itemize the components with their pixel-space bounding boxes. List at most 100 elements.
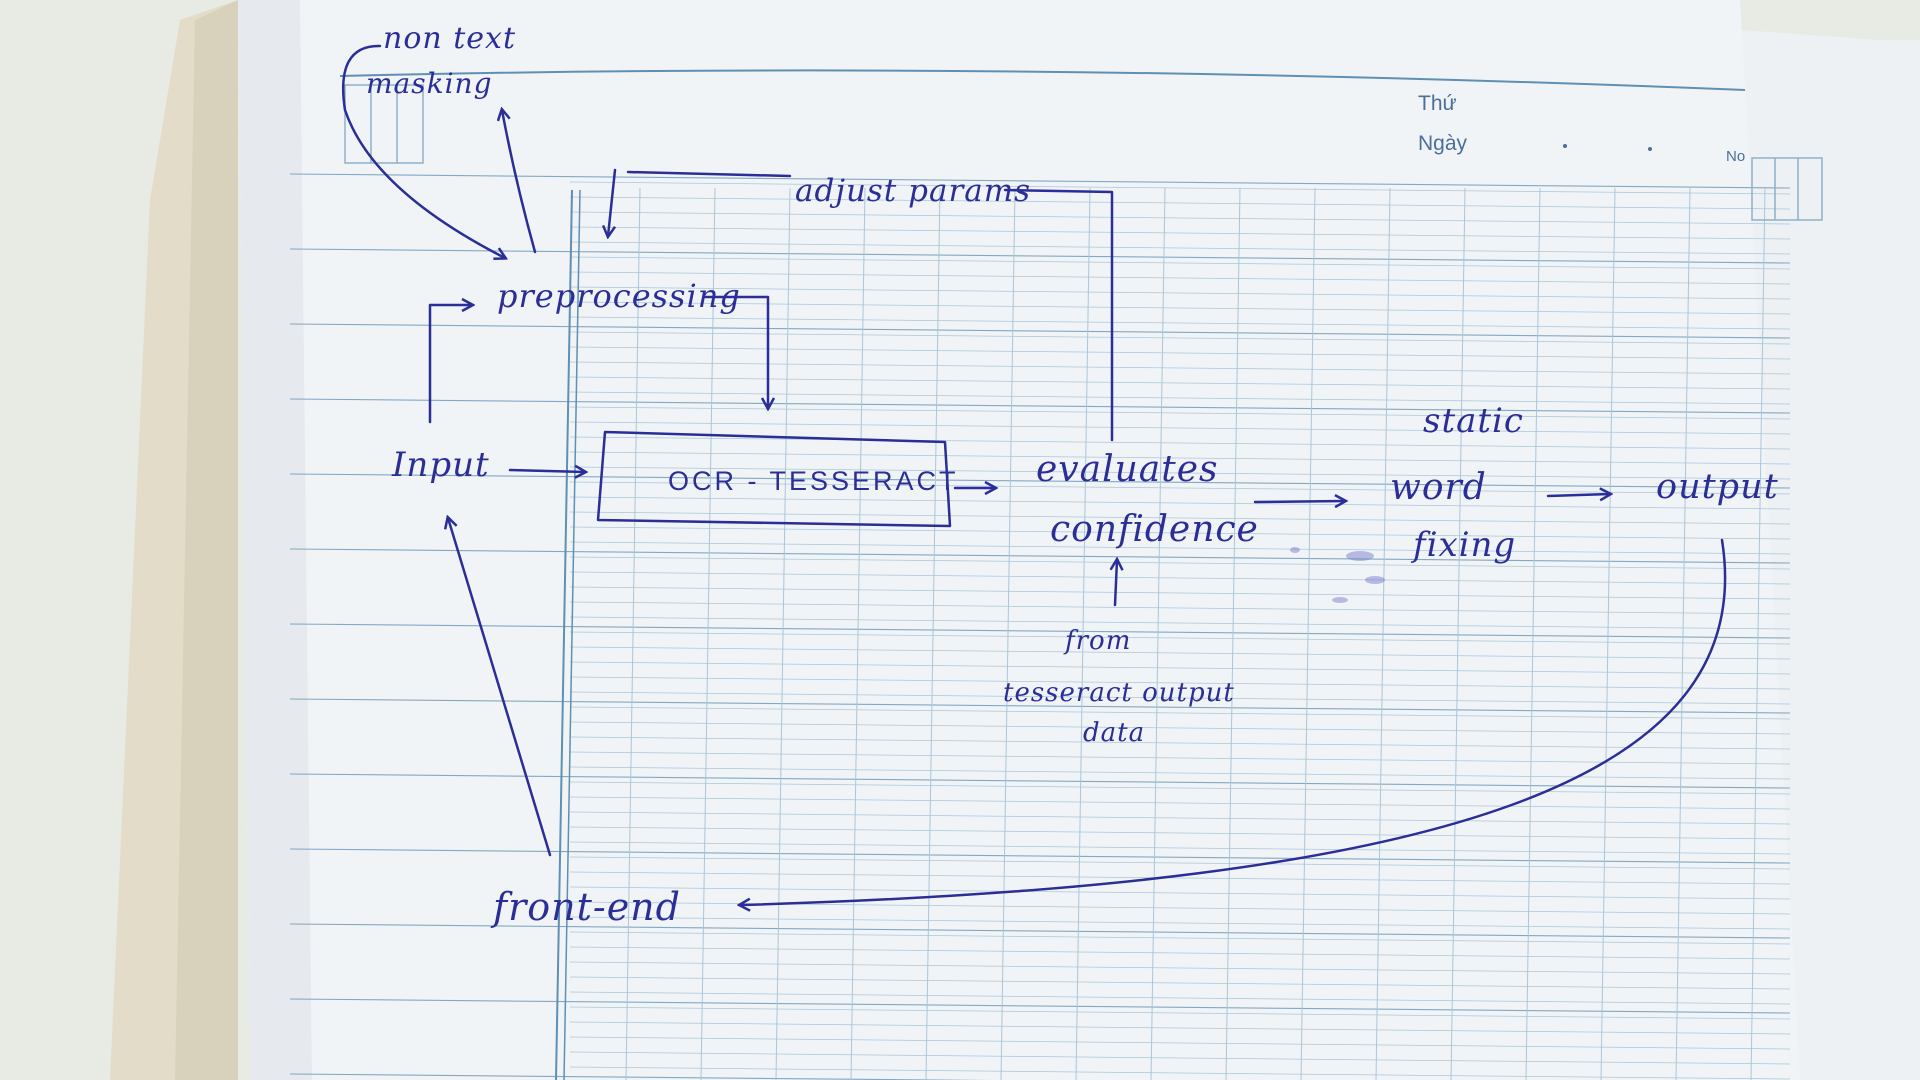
grid-line xyxy=(569,271,1791,285)
grid-line xyxy=(569,556,1791,570)
main-page xyxy=(238,0,1800,1080)
grid-line xyxy=(569,451,1791,465)
non-text-masking-line1: non text xyxy=(383,21,517,56)
grid-line xyxy=(569,286,1791,300)
grid-line xyxy=(569,1051,1791,1065)
grid-line xyxy=(569,751,1791,765)
adjust-params-line xyxy=(626,170,792,178)
word-label: word xyxy=(1390,467,1487,508)
margin-line xyxy=(555,189,573,1080)
input-label: Input xyxy=(392,445,490,485)
grid-rule xyxy=(289,623,1791,639)
arrow-word-fixing-to-output xyxy=(1546,494,1610,496)
date-label: Ngày xyxy=(1418,132,1468,155)
grid-column xyxy=(1075,187,1091,1080)
grid-line xyxy=(569,646,1791,660)
grid-line xyxy=(569,766,1791,780)
grid-line xyxy=(569,511,1791,525)
adjust-params-loop-line xyxy=(1003,188,1114,442)
grid-line xyxy=(569,346,1791,360)
grid-rule xyxy=(289,173,1791,189)
grid-column xyxy=(1675,187,1691,1080)
grid-column xyxy=(850,187,866,1080)
grid-line xyxy=(569,421,1791,435)
grid-line xyxy=(569,496,1791,510)
grid-line xyxy=(569,541,1791,555)
grid-line xyxy=(569,616,1791,630)
grid-rule xyxy=(289,1073,992,1080)
day-label: Thứ xyxy=(1418,92,1457,115)
adjust-params-label: adjust params xyxy=(795,173,1032,209)
data-label: data xyxy=(1083,718,1146,748)
arrow-tesseract-data-to-confidence xyxy=(1115,560,1117,607)
grid-line xyxy=(569,871,1791,885)
front-end-label: front-end xyxy=(493,885,681,929)
grid-line xyxy=(569,661,1791,675)
arrow-preprocessing-to-masking xyxy=(502,110,537,254)
header-box-left xyxy=(344,84,424,164)
grid-line xyxy=(569,361,1791,375)
grid-line xyxy=(569,226,1791,240)
grid-column xyxy=(775,187,791,1080)
grid-line xyxy=(569,721,1791,735)
grid-column xyxy=(1150,187,1166,1080)
grid-line xyxy=(569,571,1791,585)
grid-rule xyxy=(289,398,1791,414)
grid-line xyxy=(569,676,1791,690)
grid-line xyxy=(569,466,1791,480)
grid-line xyxy=(569,376,1791,390)
grid-column xyxy=(1450,187,1466,1080)
from-label: from xyxy=(1065,626,1132,656)
grid-line xyxy=(569,631,1791,645)
grid-rule xyxy=(289,248,1791,264)
arrow-front-end-to-input xyxy=(448,518,552,857)
header-box-right xyxy=(1751,157,1823,221)
grid-line xyxy=(569,211,1791,225)
arrow-masking-to-preprocessing xyxy=(341,44,505,258)
grid-rule xyxy=(289,698,1791,714)
grid-line xyxy=(569,736,1791,750)
grid-line xyxy=(569,916,1791,930)
grid-column xyxy=(1300,187,1316,1080)
grid-rule xyxy=(289,998,1791,1014)
grid-rule xyxy=(289,548,1791,564)
grid-line xyxy=(569,181,1791,195)
grid-column xyxy=(625,187,641,1080)
preprocessing-label: preprocessing xyxy=(497,277,741,315)
grid-column xyxy=(1225,187,1241,1080)
grid-line xyxy=(569,841,1791,855)
non-text-masking-line2: masking xyxy=(366,67,493,100)
header-rule xyxy=(339,69,1746,91)
ocr-tesseract-box xyxy=(596,430,952,528)
grid-column xyxy=(925,187,941,1080)
grid-line xyxy=(569,526,1791,540)
ocr-tesseract-label: OCR - TESSERACT xyxy=(668,466,959,496)
arrow-adjust-params-to-preprocessing xyxy=(608,168,617,236)
grid-line xyxy=(569,931,1791,945)
grid-rule xyxy=(289,323,1791,339)
grid-column xyxy=(1000,187,1016,1080)
grid-column xyxy=(700,187,716,1080)
arrow-input-to-ocr xyxy=(508,470,585,472)
confidence-label: confidence xyxy=(1050,509,1259,550)
grid-line xyxy=(569,946,1791,960)
grid-line xyxy=(569,811,1791,825)
grid-line xyxy=(569,391,1791,405)
grid-line xyxy=(569,1036,1791,1050)
grid-rule xyxy=(289,773,1791,789)
grid-line xyxy=(569,601,1791,615)
grid-line xyxy=(569,331,1791,345)
grid-line xyxy=(569,196,1791,210)
grid-rule xyxy=(289,848,1791,864)
grid-line xyxy=(569,886,1791,900)
grid-line xyxy=(569,256,1791,270)
grid-line xyxy=(569,1006,1791,1020)
grid-line xyxy=(569,691,1791,705)
grid-line xyxy=(569,1066,1791,1080)
grid-line xyxy=(569,826,1791,840)
grid-line xyxy=(569,991,1791,1005)
output-label: output xyxy=(1656,467,1779,507)
grid-line xyxy=(569,241,1791,255)
